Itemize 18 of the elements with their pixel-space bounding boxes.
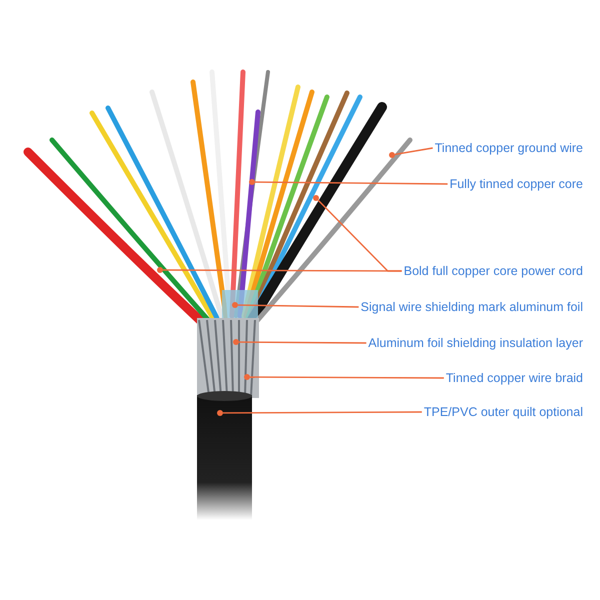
- callout-label: Tinned copper ground wire: [434, 140, 583, 156]
- leader-dot: [157, 267, 163, 273]
- callout-label: Aluminum foil shielding insulation layer: [368, 335, 583, 351]
- leader-line: [223, 411, 422, 414]
- leader-line: [163, 269, 402, 272]
- callout-label: Signal wire shielding mark aluminum foil: [360, 299, 583, 315]
- callout-label: Fully tinned copper core: [450, 176, 583, 192]
- leader-dot: [313, 195, 319, 201]
- leader-line: [239, 341, 366, 344]
- leader-dot: [249, 179, 255, 185]
- leader-line: [250, 376, 444, 379]
- leader-line: [394, 147, 433, 156]
- leader-line: [238, 304, 359, 308]
- leader-dot: [389, 152, 395, 158]
- callout-label: TPE/PVC outer quilt optional: [424, 404, 583, 420]
- leader-line: [255, 181, 448, 185]
- callout-label: Tinned copper wire braid: [446, 370, 583, 386]
- callout-label: Bold full copper core power cord: [404, 263, 583, 279]
